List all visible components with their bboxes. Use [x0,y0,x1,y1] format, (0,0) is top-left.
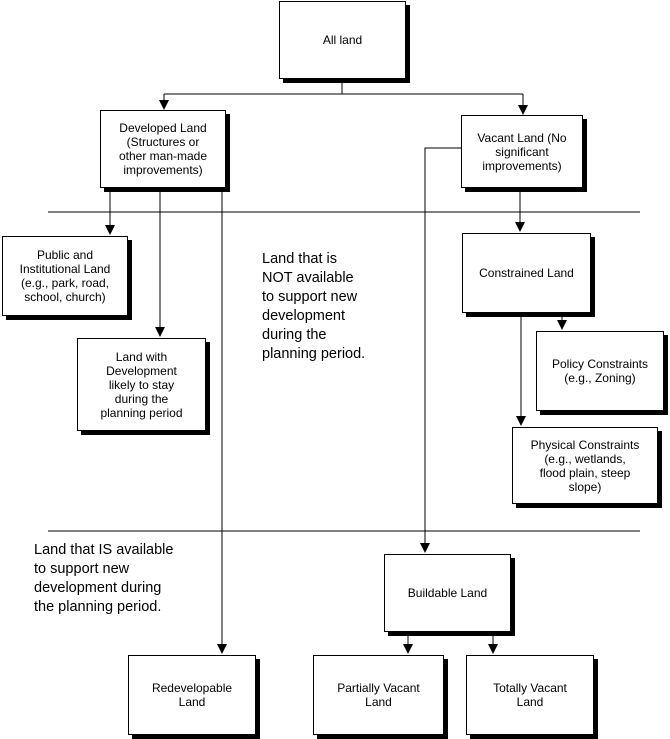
node-label: Constrained Land [479,266,574,280]
node-developed-land: Developed Land (Structures or other man-… [100,110,226,188]
node-public-institutional-land: Public and Institutional Land (e.g., par… [2,236,128,316]
node-label: All land [322,33,363,47]
node-label: Partially Vacant Land [337,681,420,709]
node-label: Vacant Land (No significant improvements… [477,130,567,173]
node-label: Physical Constraints (e.g., wetlands, fl… [530,437,640,494]
node-vacant-land: Vacant Land (No significant improvements… [461,115,583,188]
node-all-land: All land [279,1,406,79]
arrow-to-buildable [420,147,462,553]
node-buildable-land: Buildable Land [384,554,511,632]
node-label: Developed Land (Structures or other man-… [118,121,208,177]
node-label: Buildable Land [407,586,488,600]
node-label: Land with Development likely to stay dur… [100,349,183,420]
node-label: Redevelopable Land [151,681,233,709]
node-physical-constraints: Physical Constraints (e.g., wetlands, fl… [512,427,658,504]
node-totally-vacant-land: Totally Vacant Land [466,655,594,735]
node-policy-constraints: Policy Constraints (e.g., Zoning) [536,331,664,411]
node-redevelopable-land: Redevelopable Land [128,655,256,735]
node-constrained-land: Constrained Land [462,233,591,313]
node-label: Policy Constraints (e.g., Zoning) [551,357,649,385]
note-not-available: Land that is NOT available to support ne… [262,251,366,362]
node-label: Totally Vacant Land [493,681,567,709]
node-land-with-development: Land with Development likely to stay dur… [77,338,206,431]
note-is-available: Land that IS available to support new de… [34,542,174,615]
node-label: Public and Institutional Land (e.g., par… [19,248,111,304]
node-partially-vacant-land: Partially Vacant Land [313,655,444,735]
